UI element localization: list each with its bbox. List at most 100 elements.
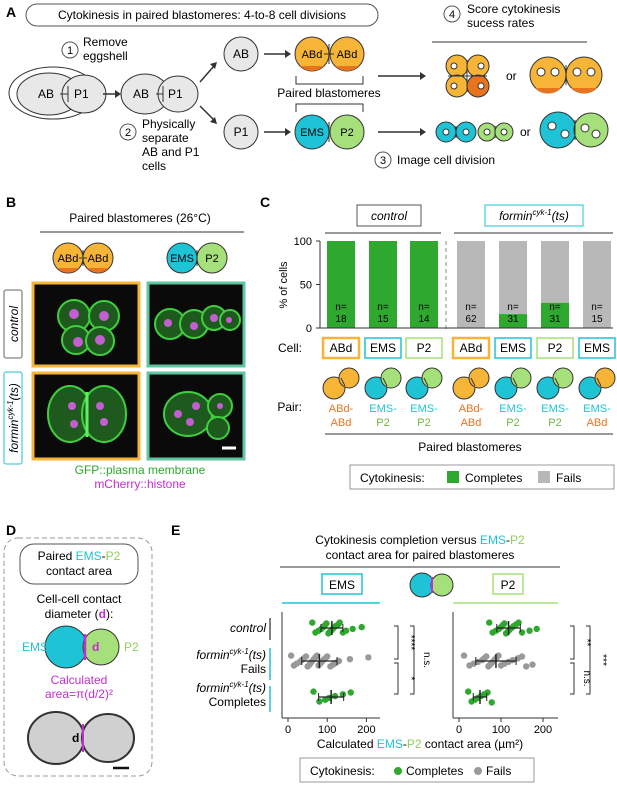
label-abd-a2: ABd <box>337 49 358 61</box>
e-point <box>495 652 502 659</box>
cells-formin-abd <box>47 385 127 443</box>
panel-a-title: Cytokinesis in paired blastomeres: 4-to-… <box>58 8 346 22</box>
panel-d-title-2: contact area <box>46 564 112 578</box>
pair-label-a: ABd- <box>459 403 484 415</box>
step-4-number: 4 <box>449 9 455 21</box>
pair-label-b: P2 <box>548 417 561 429</box>
cells-formin-ems-p2 <box>163 391 233 440</box>
d-label: d <box>92 640 99 654</box>
bar-completes <box>369 241 397 328</box>
nuclei-control-ems-p2 <box>164 314 232 330</box>
group-control-box <box>356 204 422 227</box>
e-x-label: Calculated EMS-P2 contact area (µm²) <box>317 737 523 751</box>
pair-cell-b <box>510 367 532 389</box>
c-y-tick-label: 100 <box>294 236 312 248</box>
d-ems-label: EMS <box>22 640 48 654</box>
cell-ab-isolated <box>223 36 259 72</box>
e-point <box>533 625 540 633</box>
step-2-line-2: separate <box>142 131 189 145</box>
e-point <box>302 653 310 660</box>
p2-bracket-control-completes-label: *** <box>597 654 608 666</box>
p2-bracket-fails-completes <box>570 662 575 695</box>
panel-d-title-1: Paired EMS-P2 <box>38 549 121 563</box>
label-p1-shelled: P1 <box>74 87 89 101</box>
p2-bracket-control-fails <box>570 625 575 660</box>
pair-cell-b <box>594 367 616 389</box>
d-micro-p2 <box>81 713 135 763</box>
bar-completes <box>499 314 527 328</box>
bar-fails <box>457 241 485 328</box>
cell-box <box>321 336 361 360</box>
panel-d: D Paired EMS-P2 contact area Cell-cell c… <box>3 522 153 777</box>
legend-histone: mCherry::histone <box>94 477 186 491</box>
ems-bracket-control-completes-label: n.s. <box>421 652 432 668</box>
e-point <box>529 661 536 668</box>
e-point <box>342 627 350 634</box>
legend-membrane: GFP::plasma membrane <box>75 463 206 477</box>
panel-e-label: E <box>171 522 180 538</box>
step-3-number: 3 <box>380 155 386 167</box>
e-point <box>287 652 295 659</box>
group-control-label: control <box>371 209 407 223</box>
pair-label-a: ABd- <box>329 403 354 415</box>
bar-fails <box>583 241 611 328</box>
e-ems-tag <box>321 573 363 595</box>
e-point <box>523 663 530 670</box>
ems-p2-two-cells-failed <box>539 111 609 149</box>
cell-box <box>364 337 402 359</box>
step-4-badge <box>443 5 461 23</box>
cell-box <box>536 337 574 359</box>
nuclei-control-abd <box>69 309 109 347</box>
e-point <box>488 699 495 706</box>
e-point <box>518 629 526 636</box>
pair-label-b: P2 <box>417 417 430 429</box>
cell-p2-a <box>329 114 365 150</box>
ems-bracket-fails-completes <box>394 662 399 695</box>
diameter-text-1: Cell-cell contact <box>37 592 122 606</box>
micrograph-control-abd <box>31 281 141 368</box>
or-2: or <box>520 125 531 139</box>
label-p1-isolated: P1 <box>234 125 249 139</box>
pair-junction <box>423 377 429 387</box>
step-1-badge <box>61 41 79 59</box>
row-label-control: control <box>7 306 21 342</box>
bar-n-value: 31 <box>549 314 561 325</box>
e-legend-fails-dot <box>474 767 482 775</box>
label-p1-nude: P1 <box>168 87 183 101</box>
e-point <box>323 620 330 627</box>
pair-cell-a <box>494 376 518 400</box>
e-legend-box <box>299 757 535 783</box>
pair-cell-a <box>322 376 346 400</box>
e-point <box>313 652 321 659</box>
c-bars: n=18n=15n=14n=62n=31n=31n=15 <box>320 241 613 329</box>
e-point <box>316 698 323 705</box>
label-abd-b1: ABd <box>58 253 79 265</box>
e-row-completes: Completes <box>209 695 266 709</box>
e-point <box>339 691 347 698</box>
pair-junction <box>512 377 518 387</box>
e-row-control: control <box>230 621 266 635</box>
ems-bracket-control-completes <box>410 625 415 695</box>
pair-junction <box>470 377 476 387</box>
arrow-1-head <box>115 90 121 98</box>
pair-label-a: EMS- <box>369 403 397 415</box>
e-row-fails: Fails <box>241 662 266 676</box>
bar-n-prefix: n= <box>465 302 477 313</box>
pair-label-b: ABd <box>331 417 352 429</box>
step-2-line-4: cells <box>142 159 166 173</box>
e-x-tick-label: 200 <box>357 724 375 736</box>
arrow-long-1-head <box>420 72 426 80</box>
bar-n-value: 62 <box>465 314 477 325</box>
nuclei-formin-abd <box>68 402 108 428</box>
e-point <box>501 620 508 627</box>
e-x-tick-label: 100 <box>492 724 510 736</box>
c-legend-completes: Completes <box>465 471 522 485</box>
pair-label-b: P2 <box>376 417 389 429</box>
e-point <box>483 653 490 660</box>
label-ab-shelled: AB <box>38 87 54 101</box>
d-ems-cell <box>44 625 88 669</box>
cell-box <box>494 337 532 359</box>
step-2-line-1: Physically <box>142 117 195 131</box>
